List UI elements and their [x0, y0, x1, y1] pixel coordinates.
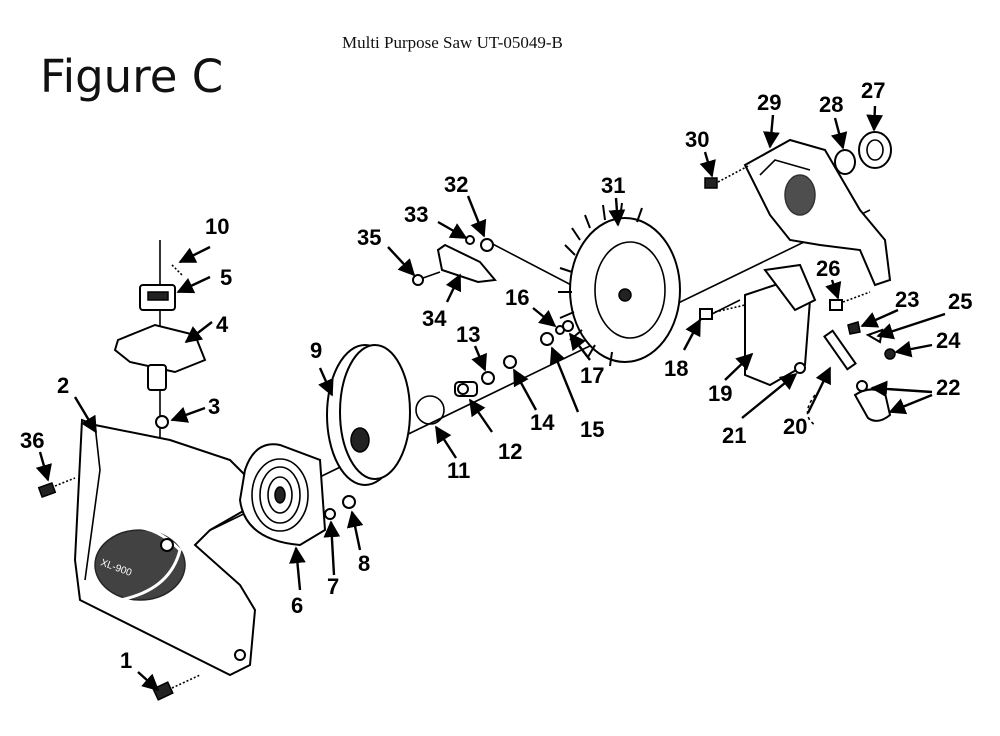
screw-10	[171, 264, 183, 276]
washer-15	[540, 332, 554, 346]
bushing-3	[155, 415, 169, 429]
callout-29: 29	[757, 90, 781, 115]
callout-22: 22	[936, 375, 960, 400]
leader-arrows	[35, 105, 946, 692]
callout-13: 13	[456, 322, 480, 347]
washer-7	[324, 508, 336, 520]
handle-insert	[139, 284, 176, 311]
callout-36: 36	[20, 428, 44, 453]
callout-30: 30	[685, 127, 709, 152]
screw-18-head	[699, 308, 713, 320]
screw-36	[37, 477, 76, 499]
callout-2: 2	[57, 373, 69, 398]
nut-8	[342, 495, 356, 509]
nut-24	[884, 348, 896, 360]
starter-handle	[113, 323, 207, 391]
flywheel	[558, 202, 681, 367]
callout-1: 1	[120, 648, 132, 673]
screw-1	[152, 674, 201, 701]
screw-35	[412, 271, 441, 286]
screw-18	[714, 304, 746, 313]
callout-35: 35	[357, 225, 381, 250]
callout-32: 32	[444, 172, 468, 197]
bracket-34	[436, 243, 497, 284]
callout-31: 31	[601, 173, 625, 198]
callout-11: 11	[447, 458, 470, 483]
callout-14: 14	[530, 410, 555, 435]
washer-33	[465, 235, 475, 245]
rewind-spring	[238, 443, 327, 547]
callout-28: 28	[819, 92, 843, 117]
pawl-12	[454, 381, 478, 397]
callout-33: 33	[404, 202, 428, 227]
starter-housing: XL-900	[73, 418, 257, 677]
starter-pulley	[326, 344, 411, 486]
callout-25: 25	[948, 289, 972, 314]
nut-17	[562, 320, 574, 332]
callout-34: 34	[422, 306, 447, 331]
screw-30-head	[704, 177, 718, 189]
callout-labels: 1 2 3 4 5 6 7 8 9 10 11 12 13 14 15 16 1…	[20, 78, 972, 673]
callout-4: 4	[216, 312, 229, 337]
callout-10: 10	[205, 214, 229, 239]
diagram-title: Multi Purpose Saw UT-05049-B	[342, 33, 563, 52]
nut-14	[503, 355, 517, 369]
crankcase-cover	[743, 138, 892, 287]
callout-15: 15	[580, 417, 604, 442]
callout-18: 18	[664, 356, 688, 381]
screw-26-head	[829, 299, 843, 311]
callout-8: 8	[358, 551, 370, 576]
callout-9: 9	[310, 338, 322, 363]
callout-21: 21	[722, 423, 746, 448]
callout-19: 19	[708, 381, 732, 406]
bearing-27	[858, 131, 892, 169]
callout-27: 27	[861, 78, 885, 103]
terminal-23	[847, 321, 861, 335]
callout-17: 17	[580, 363, 604, 388]
ignition-module	[744, 263, 817, 387]
nut-32	[480, 238, 494, 252]
ring-11	[415, 395, 445, 425]
clip-21	[794, 362, 806, 374]
plug-wire	[806, 329, 857, 426]
callout-20: 20	[783, 414, 807, 439]
washer-13	[481, 371, 495, 385]
seal-28	[834, 149, 856, 175]
callout-5: 5	[220, 265, 232, 290]
callout-3: 3	[208, 394, 220, 419]
boot-spring	[856, 380, 868, 392]
callout-26: 26	[816, 256, 840, 281]
callout-12: 12	[498, 439, 522, 464]
callout-16: 16	[505, 285, 529, 310]
callout-6: 6	[291, 593, 303, 618]
plug-boot	[853, 388, 892, 422]
callout-7: 7	[327, 574, 339, 599]
callout-23: 23	[895, 287, 919, 312]
figure-label: Figure C	[40, 50, 223, 103]
screw-26	[842, 291, 871, 303]
callout-24: 24	[936, 328, 961, 353]
